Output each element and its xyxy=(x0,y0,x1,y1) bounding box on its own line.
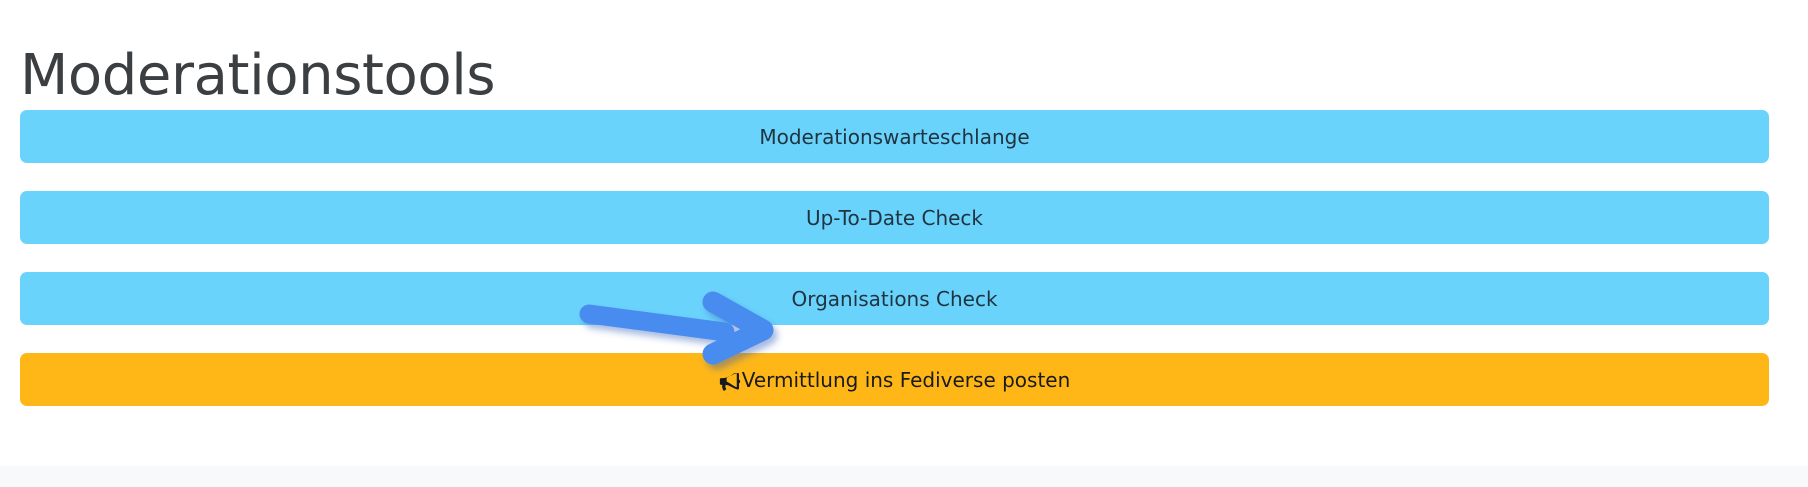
moderation-queue-button-label: Moderationswarteschlange xyxy=(759,124,1030,149)
moderation-tools-button-list: Moderationswarteschlange Up-To-Date Chec… xyxy=(20,110,1769,434)
up-to-date-check-button[interactable]: Up-To-Date Check xyxy=(20,191,1769,244)
bullhorn-icon xyxy=(719,372,741,391)
moderation-queue-button[interactable]: Moderationswarteschlange xyxy=(20,110,1769,163)
up-to-date-check-button-label: Up-To-Date Check xyxy=(805,205,984,230)
page-footer-strip xyxy=(0,466,1808,487)
organisations-check-button[interactable]: Organisations Check xyxy=(20,272,1769,325)
post-to-fediverse-button[interactable]: Vermittlung ins Fediverse posten xyxy=(20,353,1769,406)
organisations-check-button-label: Organisations Check xyxy=(791,286,998,311)
post-to-fediverse-button-label: Vermittlung ins Fediverse posten xyxy=(741,367,1071,392)
page-title: Moderationstools xyxy=(20,42,496,108)
